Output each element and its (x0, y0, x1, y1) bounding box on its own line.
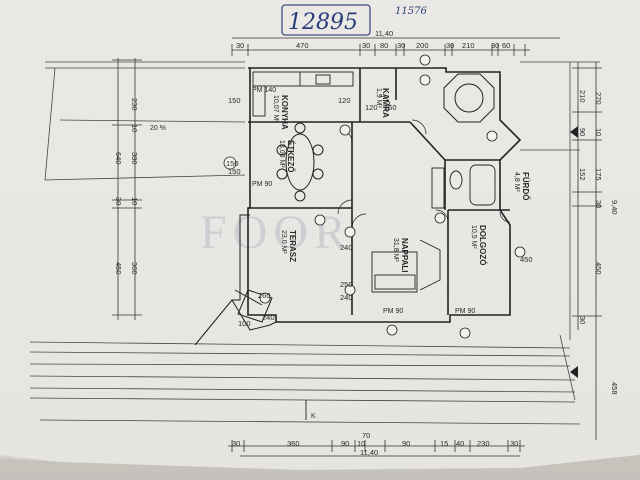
dim-right-8: 30 (594, 200, 603, 208)
living-furniture (371, 239, 441, 293)
dim-left-3: 380 (130, 152, 139, 165)
room-dining-area: 13,00 M² (278, 140, 285, 168)
dim-int-2: 120 (338, 96, 351, 105)
room-terrace-name: TERASZ (288, 230, 297, 262)
dim-int-1: 150 (228, 96, 241, 105)
dim-bottom-1: 30 (232, 439, 240, 448)
dim-bottom-9: 40 (456, 439, 464, 448)
room-kitchen-area: 10,07 M² (272, 95, 279, 123)
watermark: FOOR (200, 206, 352, 259)
room-kitchen-name: KONYHA (280, 95, 289, 130)
kitchen-counter (252, 71, 354, 117)
room-study-area: 10,5 M² (470, 225, 477, 249)
top-note: 11576 (395, 6, 427, 17)
dim-top-11: 60 (502, 41, 510, 50)
dim-left-1: 230 (130, 98, 139, 111)
dim-top-10: 30 (491, 41, 499, 50)
dim-left-8: 360 (130, 262, 139, 275)
dim-right-1: 210 (578, 90, 587, 103)
dim-right-5: 152 (578, 168, 587, 181)
bathroom-fixtures (431, 164, 496, 209)
dim-top-2: 470 (296, 41, 309, 50)
dim-int-8: 240 (340, 293, 353, 302)
label-north-k: K (311, 413, 316, 420)
dim-int-5: 150 (228, 167, 241, 176)
dim-top-1: 30 (236, 41, 244, 50)
dim-bottom-4: 10 (357, 439, 365, 448)
dining-table (276, 122, 324, 202)
dim-right-4: 10 (594, 128, 603, 136)
dim-left-7: 450 (114, 262, 123, 275)
dim-int-6: 150 (226, 159, 239, 168)
room-living-name: NAPPALI (400, 238, 409, 273)
dim-right-11: 458 (610, 382, 619, 395)
dim-top-4: 30 (362, 41, 370, 50)
dim-top-3: 11,40 (375, 29, 393, 38)
section-marker-top (570, 126, 578, 138)
room-pantry-area: 1,9 M² (375, 88, 382, 109)
site-lines (29, 61, 600, 425)
dim-right-2: 270 (594, 92, 603, 105)
dim-top-8: 30 (446, 41, 454, 50)
right-dimension-chain (572, 62, 602, 440)
room-bath-name: FÜRDŐ (521, 172, 530, 200)
dim-int-3: 120 (365, 103, 378, 112)
room-pantry-name: KAMRA (381, 88, 390, 118)
dim-top-5: 80 (380, 41, 388, 50)
dim-right-7: 9,40 (610, 200, 619, 215)
dim-bottom-10: 230 (477, 439, 490, 448)
dim-bottom-11: 30 (510, 439, 518, 448)
dim-int-13: 260 (258, 291, 271, 300)
dim-right-6: 175 (594, 168, 603, 181)
dim-top-9: 210 (462, 41, 475, 50)
dim-int-7: 240 (340, 243, 353, 252)
plan-number: 12895 (288, 10, 358, 35)
dim-int-12: 450 (520, 255, 533, 264)
dim-bottom-8: 15 (440, 439, 448, 448)
dim-int-10: 240 (262, 313, 275, 322)
dim-left-5: 10 (130, 197, 139, 205)
dim-right-10: 30 (578, 316, 587, 324)
label-pm-90-study: PM 90 (455, 308, 475, 315)
dim-top-6: 30 (397, 41, 405, 50)
dim-left-2: 10 (130, 124, 139, 132)
room-living-area: 31,8 M² (392, 238, 399, 262)
dim-left-6: 30 (114, 197, 123, 205)
dim-right-3: 90 (578, 128, 587, 136)
left-dimension-chain (112, 58, 142, 320)
plan-number-box (281, 4, 371, 36)
room-bath-area: 4,8 M² (513, 172, 520, 193)
room-terrace-area: 23,0 M² (280, 230, 287, 254)
dim-int-11: 100 (238, 319, 251, 328)
dim-bottom-7: 90 (402, 439, 410, 448)
room-dining-name: ÉTKEZŐ (286, 140, 295, 172)
label-pm-90-dining: PM 90 (252, 181, 272, 188)
section-marker-bottom (570, 366, 578, 378)
tag-markers (223, 54, 526, 339)
dim-bottom-2: 360 (287, 439, 300, 448)
label-pm-90-living: PM 90 (383, 308, 403, 315)
dim-bottom-3: 90 (341, 439, 349, 448)
dim-int-9: 250 (340, 280, 353, 289)
bottom-dimension-chain (228, 440, 525, 457)
dim-top-7: 200 (416, 41, 429, 50)
dim-left-4: 640 (114, 152, 123, 165)
label-pm-140: PM 140 (252, 87, 276, 94)
paper (0, 0, 640, 470)
top-dimension-chain (231, 37, 560, 56)
dim-bottom-6: 11,40 (360, 448, 378, 457)
dim-int-4: 160 (384, 103, 397, 112)
dim-bottom-5: 70 (362, 431, 370, 440)
dim-right-9: 450 (594, 262, 603, 275)
room-study-name: DOLGOZÓ (478, 225, 487, 265)
tower-octagon (443, 73, 495, 123)
slope-label: 20 % (150, 125, 166, 132)
